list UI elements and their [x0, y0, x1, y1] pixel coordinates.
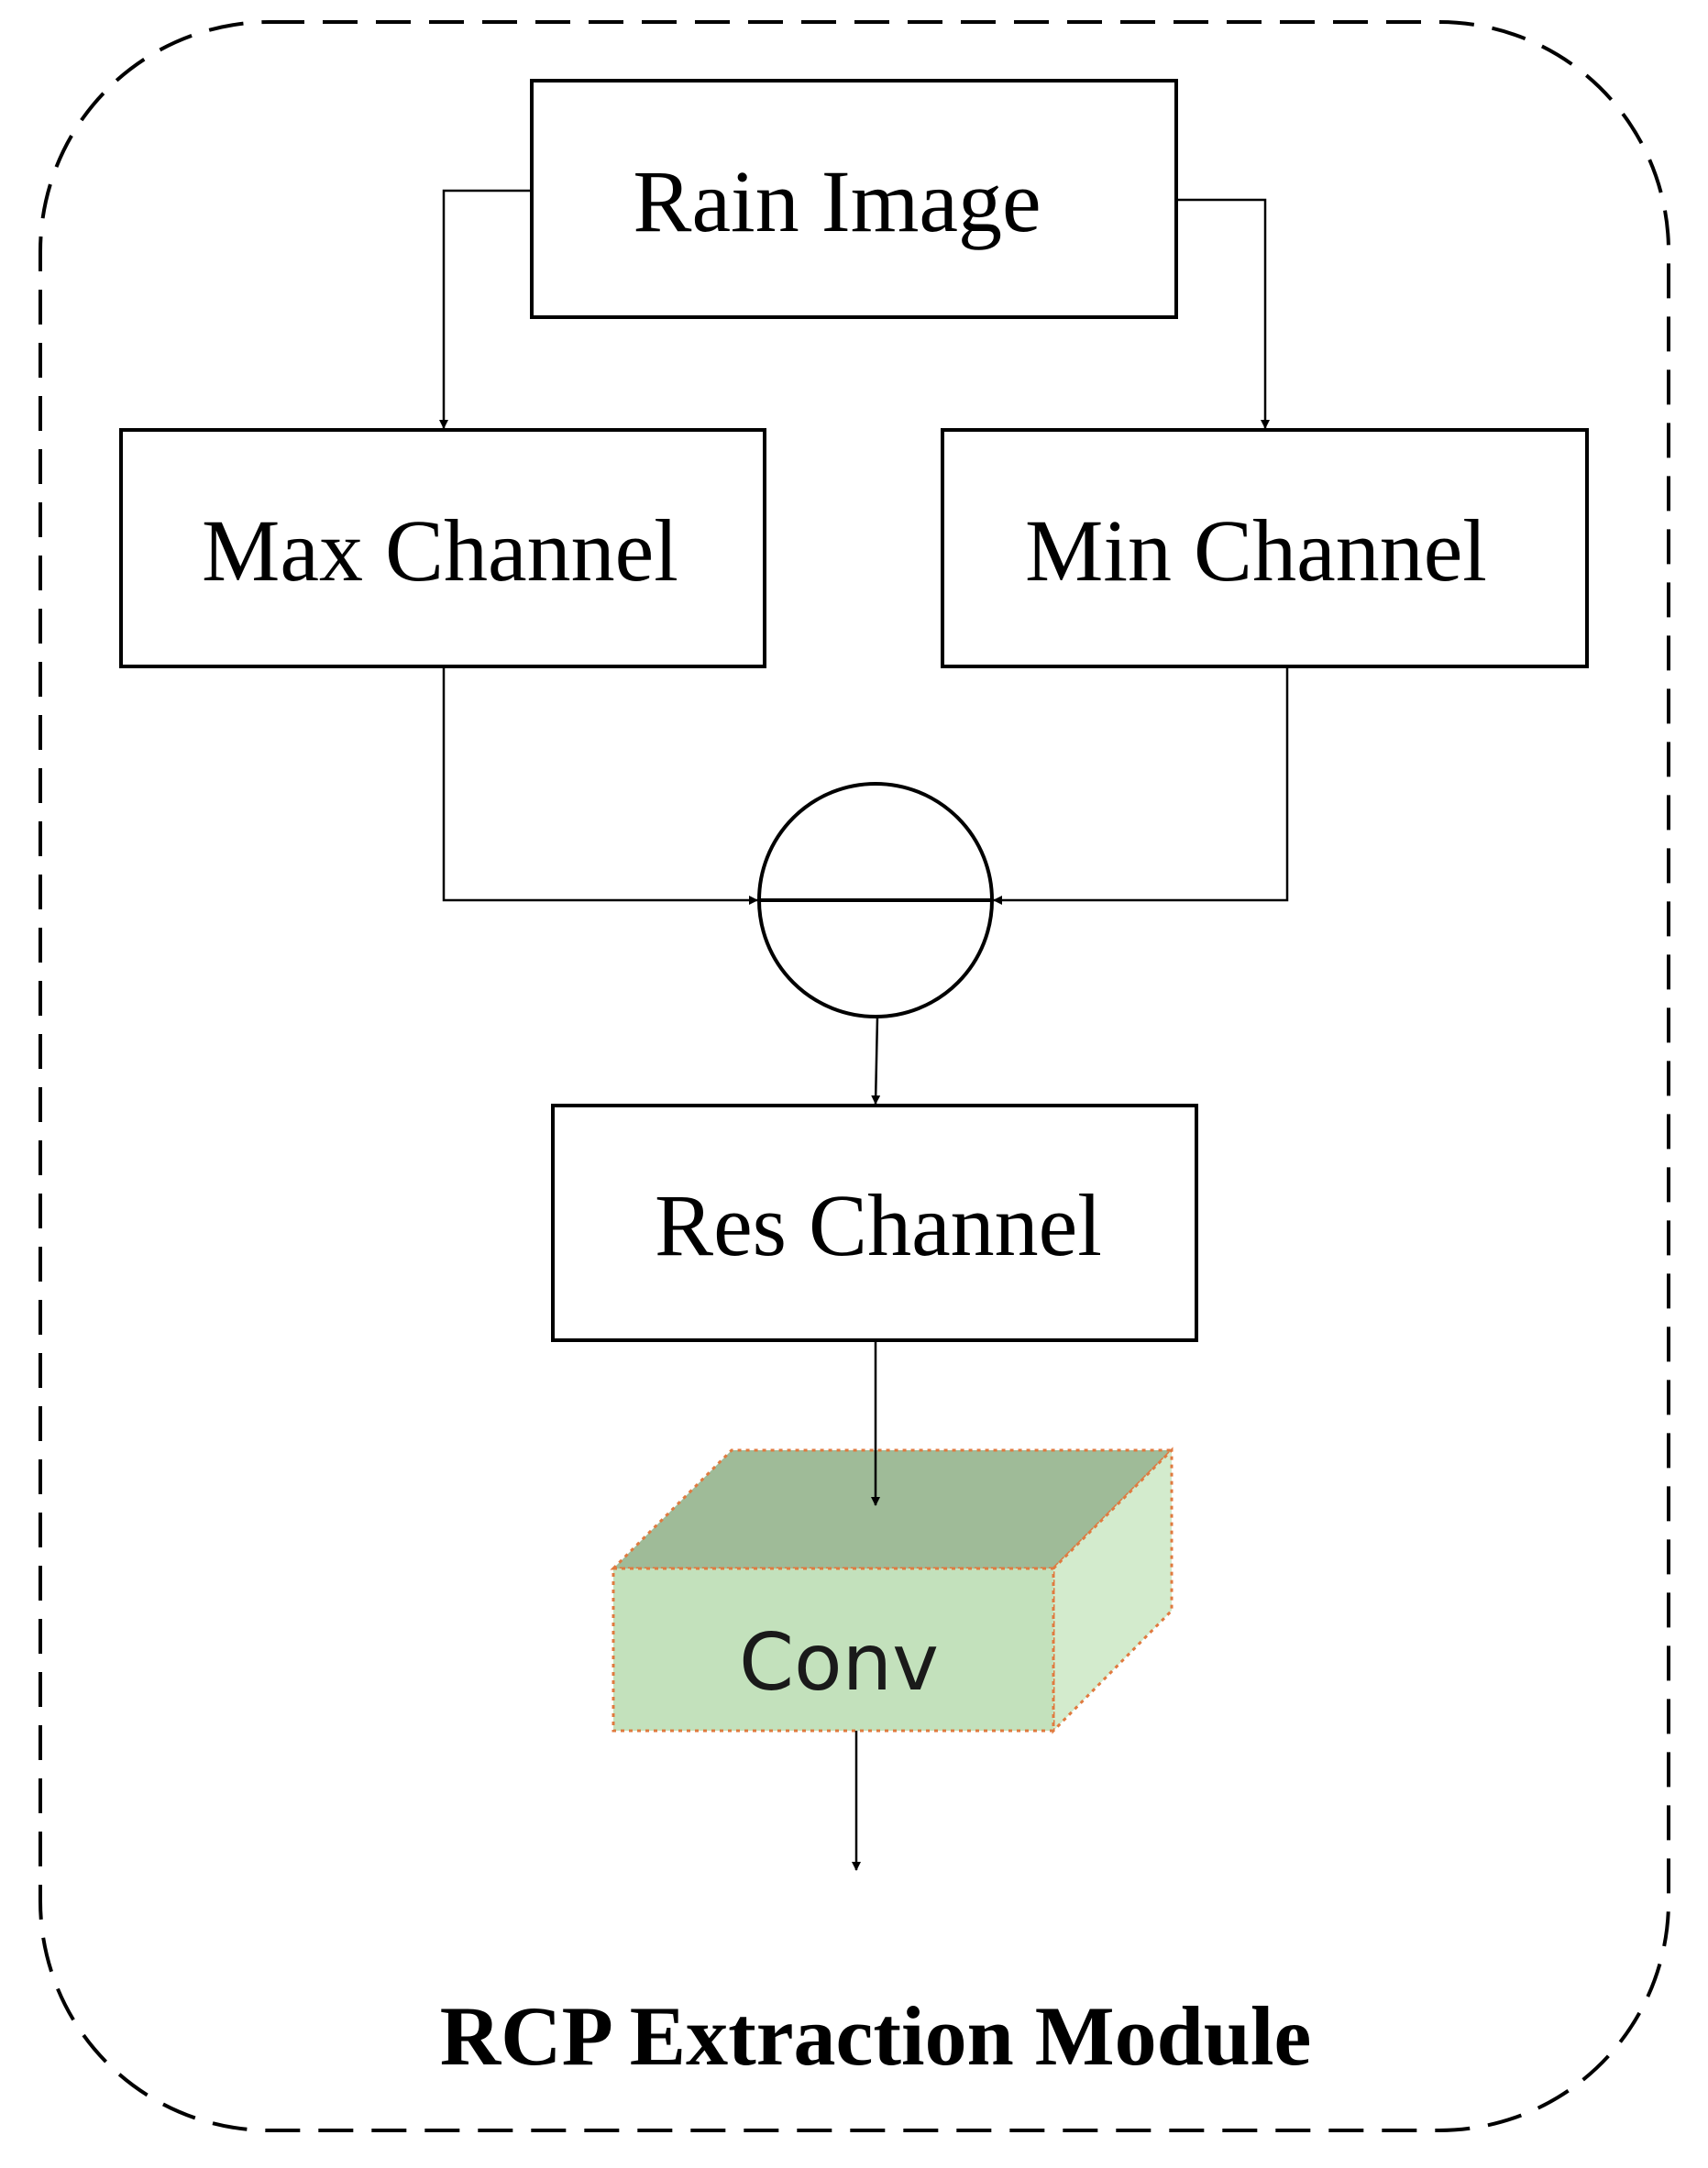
module-boundary — [39, 20, 1670, 2132]
conv-block: Conv — [610, 1447, 1175, 1734]
subtract-operator-icon — [757, 782, 994, 1018]
arrow-rain-to-max — [439, 189, 532, 429]
conv-top-face — [610, 1448, 1175, 1570]
module-title: RCP Extraction Module — [440, 1989, 1312, 2083]
max-channel-node: Max Channel — [119, 428, 766, 668]
arrow-max-to-operator — [442, 666, 758, 905]
min-channel-label: Min Channel — [1025, 501, 1487, 600]
conv-front-face — [612, 1567, 1055, 1733]
arrow-min-to-operator — [993, 666, 1289, 905]
connectors — [439, 189, 1289, 1871]
conv-label: Conv — [739, 1617, 939, 1709]
rain-image-label: Rain Image — [633, 152, 1041, 250]
arrow-operator-to-res — [871, 1016, 881, 1105]
conv-side-face — [1052, 1447, 1174, 1734]
rain-image-node: Rain Image — [530, 79, 1178, 319]
min-channel-node: Min Channel — [941, 428, 1589, 668]
max-channel-label: Max Channel — [202, 501, 678, 600]
arrow-rain-to-min — [1176, 198, 1270, 429]
res-channel-label: Res Channel — [655, 1176, 1102, 1274]
res-channel-node: Res Channel — [551, 1104, 1198, 1342]
